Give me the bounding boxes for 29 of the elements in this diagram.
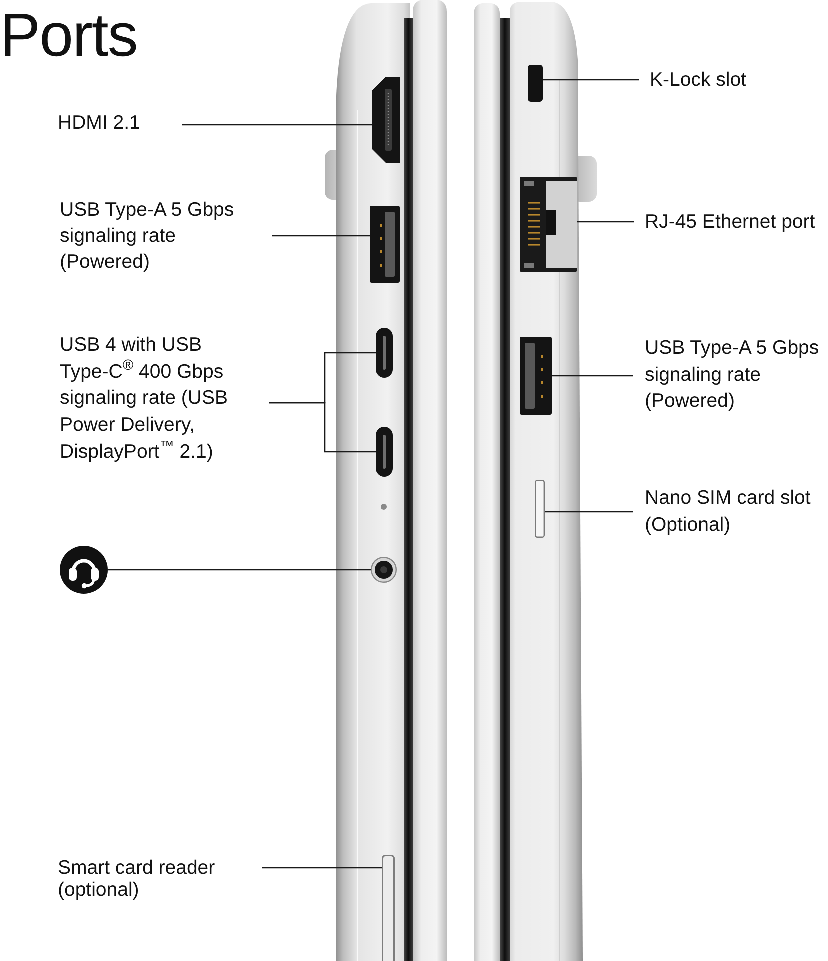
leader-line [262, 867, 382, 869]
usb-a-port [520, 337, 552, 415]
page-title: Ports [0, 5, 138, 66]
leader-line [577, 221, 634, 223]
port-label: RJ-45 Ethernet port [645, 209, 816, 236]
leader-line [272, 235, 370, 237]
port-label: USB Type-A 5 Gbps signaling rate (Powered) [645, 335, 825, 414]
leader-line [269, 402, 376, 453]
leader-line [545, 511, 633, 513]
lock-slot [528, 65, 543, 102]
port-label: USB 4 with USB Type-C$^{®}$ 400 Gbps signaling rate (USB Power Delivery, DisplayPort$^{™}$ 2.1) [60, 332, 236, 466]
leader-line [108, 569, 371, 571]
port-label: HDMI 2.1 [58, 110, 140, 136]
port-label: Smart card reader (optional) [58, 857, 220, 901]
usb-a-port [370, 206, 400, 283]
port-label: Nano SIM card slot (Optional) [645, 485, 823, 539]
port-label: USB Type-A 5 Gbps signaling rate (Powered) [60, 197, 240, 276]
hdmi-port [372, 77, 400, 163]
usb-c-port [376, 427, 393, 477]
sim-card-slot [535, 480, 545, 538]
usb-c-port [376, 328, 393, 378]
card-slot [382, 855, 395, 961]
port-label: K-Lock slot [650, 67, 746, 94]
leader-line [552, 375, 633, 377]
headset-icon [60, 546, 108, 594]
ethernet-port [520, 177, 577, 272]
leader-line [182, 124, 372, 126]
leader-line [543, 79, 639, 81]
audio-jack [371, 557, 397, 583]
